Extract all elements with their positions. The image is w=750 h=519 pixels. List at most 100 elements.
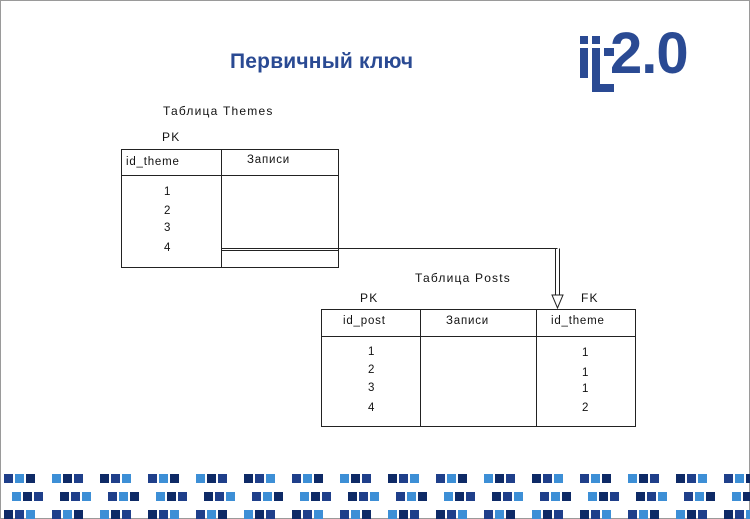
footer-square bbox=[300, 492, 309, 501]
footer-square bbox=[407, 492, 416, 501]
footer-square bbox=[244, 474, 253, 483]
themes-table-grid bbox=[121, 149, 339, 268]
footer-square bbox=[15, 474, 24, 483]
footer-square bbox=[599, 492, 608, 501]
footer-square bbox=[74, 474, 83, 483]
footer-square bbox=[303, 510, 312, 519]
posts-id-cell: 4 bbox=[368, 402, 376, 414]
it-logo-icon bbox=[580, 36, 614, 92]
footer-square bbox=[351, 474, 360, 483]
footer-square bbox=[52, 510, 61, 519]
footer-square bbox=[274, 492, 283, 501]
footer-square bbox=[204, 492, 213, 501]
posts-table-grid bbox=[321, 309, 636, 427]
themes-header-records: Записи bbox=[247, 154, 290, 166]
footer-square bbox=[130, 492, 139, 501]
footer-square bbox=[484, 510, 493, 519]
footer-square bbox=[159, 510, 168, 519]
footer-square bbox=[388, 474, 397, 483]
footer-square bbox=[562, 492, 571, 501]
footer-square bbox=[636, 492, 645, 501]
footer-square bbox=[506, 510, 515, 519]
posts-header-records: Записи bbox=[446, 315, 489, 327]
footer-square bbox=[170, 474, 179, 483]
themes-pk-label: PK bbox=[162, 130, 181, 144]
footer-square bbox=[348, 492, 357, 501]
posts-header-id-post: id_post bbox=[343, 315, 386, 327]
footer-square bbox=[362, 510, 371, 519]
footer-square bbox=[410, 510, 419, 519]
footer-square bbox=[444, 492, 453, 501]
decorative-footer-pattern bbox=[4, 474, 750, 519]
posts-id-cell: 3 bbox=[368, 382, 376, 394]
posts-theme-id-cell: 1 bbox=[582, 347, 590, 359]
footer-square bbox=[724, 474, 733, 483]
footer-square bbox=[218, 510, 227, 519]
footer-square bbox=[340, 510, 349, 519]
footer-square bbox=[399, 510, 408, 519]
footer-square bbox=[26, 474, 35, 483]
footer-square bbox=[628, 510, 637, 519]
footer-square bbox=[436, 510, 445, 519]
footer-square bbox=[532, 510, 541, 519]
footer-square bbox=[218, 474, 227, 483]
themes-table-caption: Таблица Themes bbox=[163, 104, 274, 118]
footer-square bbox=[370, 492, 379, 501]
footer-square bbox=[732, 492, 741, 501]
footer-square bbox=[252, 492, 261, 501]
footer-square bbox=[111, 510, 120, 519]
footer-square bbox=[159, 474, 168, 483]
footer-square bbox=[396, 492, 405, 501]
posts-fk-label: FK bbox=[581, 291, 599, 305]
footer-square bbox=[63, 474, 72, 483]
footer-square bbox=[15, 510, 24, 519]
footer-square bbox=[255, 474, 264, 483]
posts-theme-id-cell: 1 bbox=[582, 367, 590, 379]
footer-square bbox=[458, 474, 467, 483]
footer-square bbox=[263, 492, 272, 501]
footer-square bbox=[514, 492, 523, 501]
footer-square bbox=[455, 492, 464, 501]
footer-square bbox=[207, 474, 216, 483]
footer-square bbox=[650, 474, 659, 483]
footer-square bbox=[447, 474, 456, 483]
posts-theme-id-cell: 2 bbox=[582, 402, 590, 414]
footer-square bbox=[735, 474, 744, 483]
themes-id-cell: 2 bbox=[164, 205, 172, 217]
footer-square bbox=[610, 492, 619, 501]
footer-square bbox=[108, 492, 117, 501]
themes-id-cell: 4 bbox=[164, 242, 172, 254]
footer-square bbox=[602, 510, 611, 519]
posts-pk-label: PK bbox=[360, 291, 379, 305]
footer-square bbox=[746, 510, 750, 519]
footer-square bbox=[543, 474, 552, 483]
footer-square bbox=[23, 492, 32, 501]
footer-square bbox=[695, 492, 704, 501]
footer-square bbox=[676, 510, 685, 519]
footer-square bbox=[466, 492, 475, 501]
footer-square bbox=[484, 474, 493, 483]
footer-square bbox=[676, 474, 685, 483]
footer-square bbox=[628, 474, 637, 483]
footer-square bbox=[52, 474, 61, 483]
footer-square bbox=[292, 510, 301, 519]
themes-header-id-theme: id_theme bbox=[126, 156, 180, 168]
footer-square bbox=[4, 510, 13, 519]
logo-text: 2.0 bbox=[610, 21, 689, 86]
posts-id-cell: 1 bbox=[368, 346, 376, 358]
footer-square bbox=[148, 510, 157, 519]
footer-square bbox=[554, 510, 563, 519]
footer-square bbox=[687, 474, 696, 483]
footer-square bbox=[532, 474, 541, 483]
footer-square bbox=[746, 474, 750, 483]
footer-square bbox=[314, 510, 323, 519]
posts-id-cell: 2 bbox=[368, 364, 376, 376]
footer-square bbox=[167, 492, 176, 501]
footer-square bbox=[540, 492, 549, 501]
footer-square bbox=[551, 492, 560, 501]
footer-square bbox=[4, 474, 13, 483]
footer-square bbox=[311, 492, 320, 501]
slide-title: Первичный ключ bbox=[230, 50, 414, 73]
footer-square bbox=[591, 510, 600, 519]
